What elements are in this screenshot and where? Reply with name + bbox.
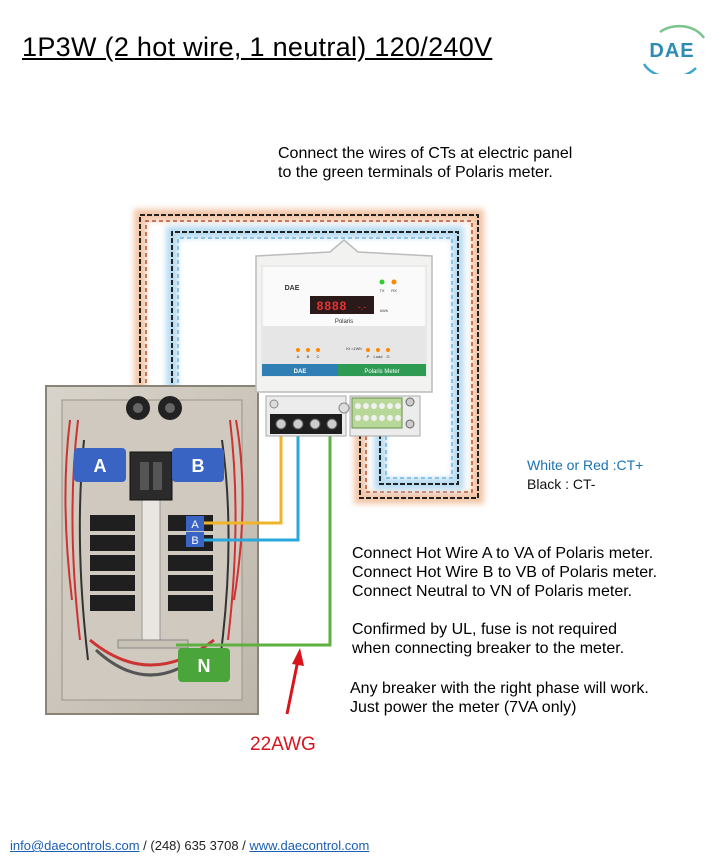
connection-notes: Connect Hot Wire A to VA of Polaris mete…: [352, 544, 657, 601]
ct-wire-inner-loop: [166, 226, 464, 490]
meter-pulse-label: Kt =1Wh: [346, 346, 361, 351]
breaker-note: Any breaker with the right phase will wo…: [350, 679, 649, 717]
ct-terminal-block: [349, 395, 421, 437]
label-neutral: N: [178, 648, 230, 682]
label-hot-a: A: [74, 448, 126, 482]
ct-connection-note: Connect the wires of CTs at electric pan…: [278, 144, 572, 182]
small-label-b-text: B: [191, 535, 198, 547]
ct-sensors: [126, 396, 182, 420]
website-link[interactable]: www.daecontrol.com: [249, 838, 370, 853]
meter-footer-model: Polaris Meter: [364, 369, 399, 375]
meter-mount-screw-left: [269, 399, 279, 409]
label-neutral-text: N: [198, 656, 211, 676]
connection-note-n: Connect Neutral to VN of Polaris meter.: [352, 583, 633, 600]
hot-a-wire: [204, 428, 283, 525]
meter-unit: kWh: [380, 308, 388, 313]
breaker-note-line-2: Just power the meter (7VA only): [350, 699, 577, 716]
footer-contact: info@daecontrols.com / (248) 635 3708 / …: [10, 838, 369, 853]
page-title: 1P3W (2 hot wire, 1 neutral) 120/240V: [22, 32, 493, 62]
label-hot-b-text: B: [192, 456, 205, 476]
dae-logo: DAE: [642, 24, 706, 74]
meter-pulse-load: Load: [374, 354, 383, 359]
ct-negative-legend: Black : CT-: [527, 476, 596, 492]
label-hot-a-text: A: [94, 456, 107, 476]
ul-note-line-2: when connecting breaker to the meter.: [352, 640, 625, 657]
meter-phase-c: C: [317, 354, 320, 359]
meter-pulse-p: P: [367, 354, 370, 359]
polaris-meter: DAE TX RX 8888 -.- kWh Polaris A B C Kt …: [255, 239, 433, 393]
breaker-note-line-1: Any breaker with the right phase will wo…: [350, 680, 649, 697]
meter-pulse-g: G: [386, 354, 389, 359]
ct-positive-legend: White or Red :CT+: [527, 457, 644, 473]
left-breakers: [90, 515, 135, 611]
meter-brand: DAE: [285, 285, 300, 292]
small-label-a-text: A: [191, 519, 199, 531]
small-label-a: A: [186, 516, 204, 531]
logo-text: DAE: [649, 40, 694, 62]
meter-display-value: 8888: [317, 299, 348, 313]
ct-note-line-2: to the green terminals of Polaris meter.: [278, 164, 553, 181]
meter-phase-b: B: [307, 354, 310, 359]
voltage-terminal-block: [265, 395, 347, 437]
meter-display: [310, 296, 374, 314]
svg-text:-.-: -.-: [358, 302, 367, 312]
meter-mount-screw: [338, 402, 350, 414]
meter-model: Polaris: [335, 319, 353, 325]
connection-note-a: Connect Hot Wire A to VA of Polaris mete…: [352, 545, 654, 562]
small-label-b: B: [186, 532, 204, 547]
connection-note-b: Connect Hot Wire B to VB of Polaris mete…: [352, 564, 658, 581]
ct-note-line-1: Connect the wires of CTs at electric pan…: [278, 145, 573, 162]
ct-wire-outer-loop: [134, 209, 484, 504]
neutral-wire: [176, 428, 332, 647]
meter-footer-brand: DAE: [294, 369, 307, 375]
label-hot-b: B: [172, 448, 224, 482]
wire-gauge-arrow: [285, 648, 304, 715]
ul-note-line-1: Confirmed by UL, fuse is not required: [352, 621, 618, 638]
wire-gauge-label: 22AWG: [250, 734, 316, 755]
hot-b-wire: [204, 428, 300, 542]
meter-tx-label: TX: [379, 288, 384, 293]
email-link[interactable]: info@daecontrols.com: [10, 838, 140, 853]
phone-text: / (248) 635 3708 /: [139, 838, 250, 853]
ul-note: Confirmed by UL, fuse is not required wh…: [352, 620, 624, 658]
meter-rx-label: RX: [391, 288, 397, 293]
meter-phase-a: A: [297, 354, 300, 359]
